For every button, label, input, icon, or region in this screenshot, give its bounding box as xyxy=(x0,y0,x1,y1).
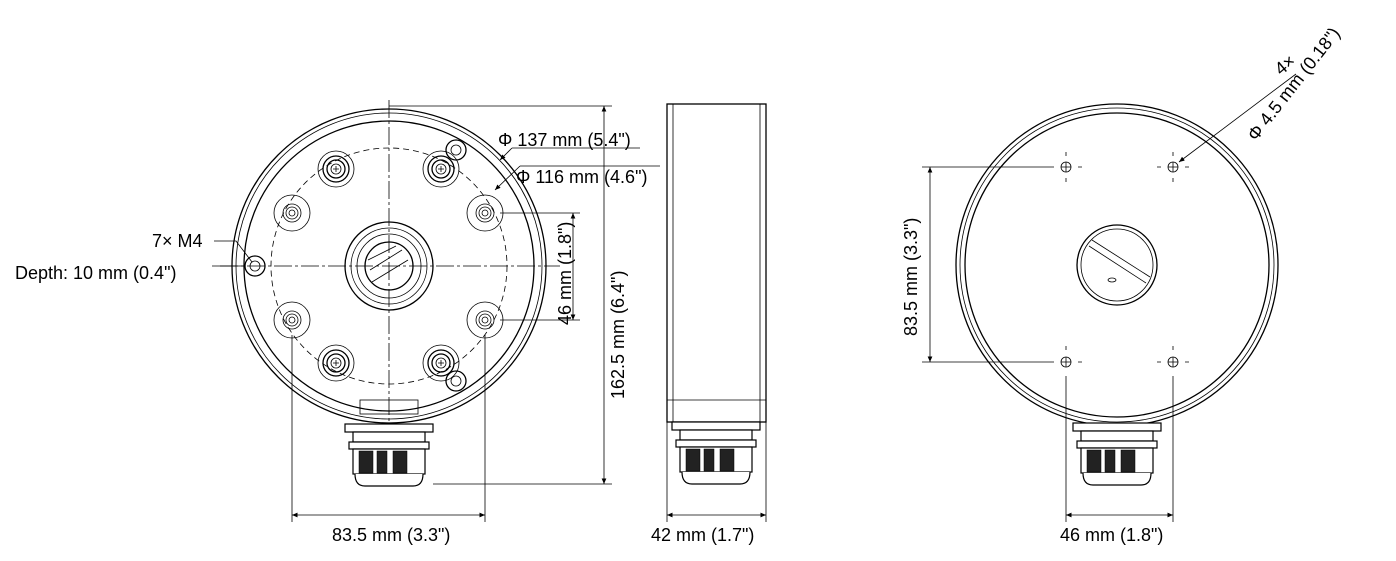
front-view: 162.5 mm (6.4") 46 mm (1.8") 83.5 mm (3.… xyxy=(15,100,660,545)
side-view: 42 mm (1.7") xyxy=(651,103,767,545)
inner-diameter-label: Φ 116 mm (4.6") xyxy=(516,167,647,187)
hole-spacing-vertical-label: 46 mm (1.8") xyxy=(555,222,575,325)
back-view: 83.5 mm (3.3") 46 mm (1.8") 4× Φ 4.5 mm … xyxy=(901,24,1344,545)
outer-diameter-label: Φ 137 mm (5.4") xyxy=(498,130,631,150)
depth-label: Depth: 10 mm (0.4") xyxy=(15,263,176,283)
hole-diameter-label: Φ 4.5 mm (0.18") xyxy=(1243,24,1344,145)
hole-spacing-horizontal-label: 83.5 mm (3.3") xyxy=(332,525,450,545)
screws-label: 7× M4 xyxy=(152,231,203,251)
height-label: 162.5 mm (6.4") xyxy=(608,271,628,399)
center-boss xyxy=(344,221,434,311)
center-knockout xyxy=(1076,224,1158,306)
back-vertical-spacing-label: 83.5 mm (3.3") xyxy=(901,218,921,336)
back-horizontal-spacing-label: 46 mm (1.8") xyxy=(1060,525,1163,545)
mounting-holes xyxy=(1050,152,1189,368)
side-depth-label: 42 mm (1.7") xyxy=(651,525,754,545)
